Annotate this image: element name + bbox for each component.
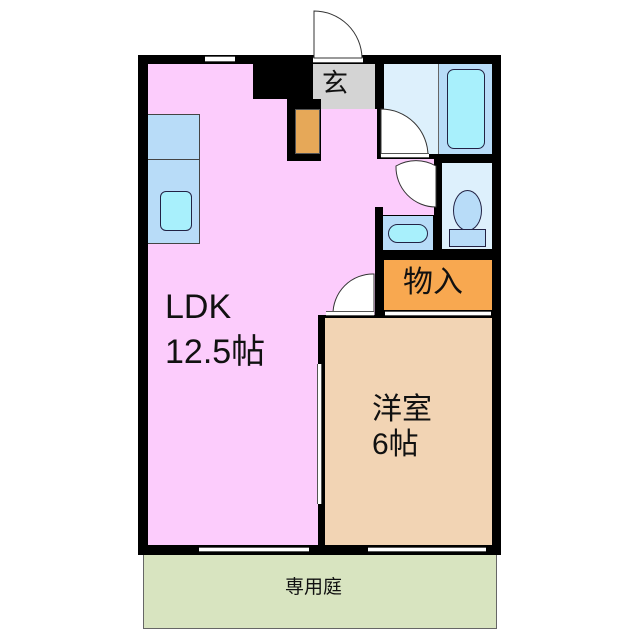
western-room-side-sliding-door [317,364,322,504]
western-window-bottom [368,547,486,552]
western-room [325,318,492,545]
wash-basin [388,224,428,243]
toilet-tank [449,229,486,247]
ldk-room-name: LDK [165,288,232,326]
toilet-door-swing [395,160,437,208]
ldk-window-bottom [199,547,309,552]
pillar [253,64,313,99]
washroom-door-swing [380,108,429,157]
bathtub [447,69,485,149]
kitchen-sink [160,191,192,231]
garden-label: 専用庭 [285,577,343,598]
ldk-room-col2 [288,160,318,545]
shoe-closet [295,109,320,154]
ldk-room-upper [148,64,253,99]
basin-wall [375,207,383,317]
toilet-bowl [453,190,482,231]
kitchen-divider [148,159,200,160]
bedroom-door-swing [332,273,375,316]
garden-area [143,553,497,629]
bedroom-door-sill [326,311,374,316]
ldk-room-size: 12.5帖 [165,333,266,371]
ldk-room-mid [312,109,377,159]
window-top [205,56,235,62]
entrance-area [313,64,375,109]
storage-label: 物入 [403,266,463,299]
storage-closet [384,260,492,310]
washroom-door-sill [381,153,429,158]
entrance-door-swing [313,10,363,59]
western-room-size: 6帖 [372,428,419,461]
entrance-label: 玄 [322,68,349,98]
western-room-name: 洋室 [372,393,432,426]
storage-door [385,311,491,316]
